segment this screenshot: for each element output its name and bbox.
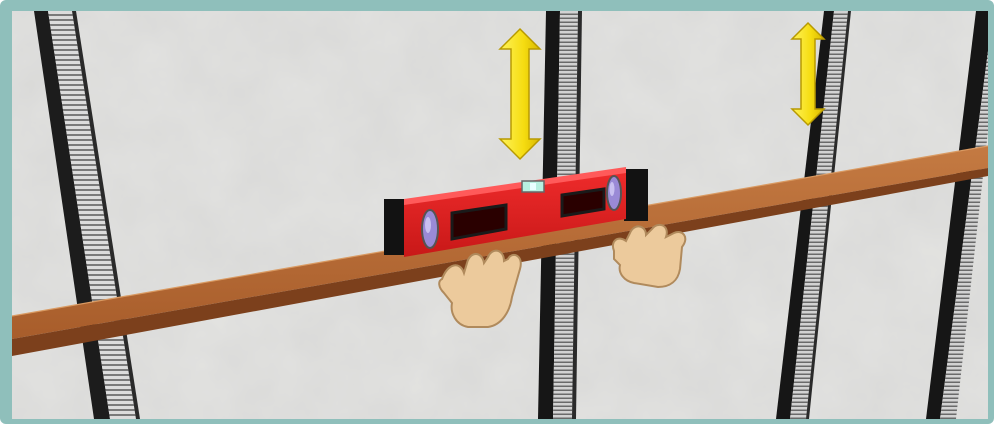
scene-viewport <box>12 11 988 419</box>
installation-scene <box>12 11 988 419</box>
